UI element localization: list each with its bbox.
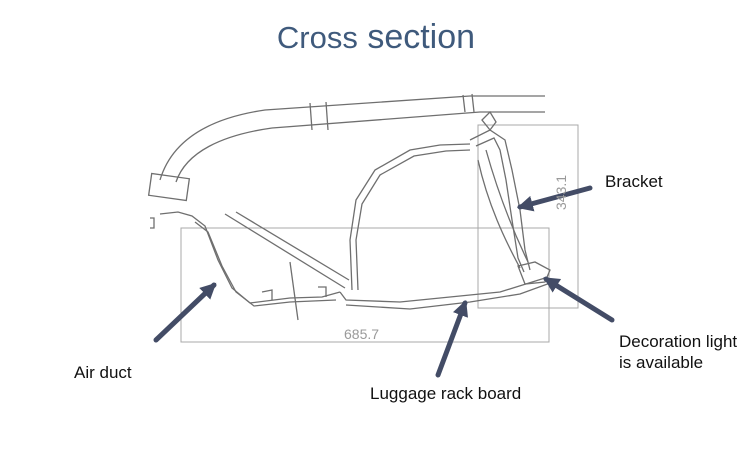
decoration-light-line2: is available <box>619 353 704 372</box>
luggage-rack-board-label: Luggage rack board <box>370 384 522 403</box>
bracket-label: Bracket <box>605 172 663 191</box>
title-word-cross: Cross <box>276 20 358 55</box>
decoration-light-label: Decoration light is available <box>619 331 737 373</box>
title-word-section: section <box>367 18 476 56</box>
bracket-arrow <box>516 185 593 212</box>
diagram-title: Cross section <box>0 18 752 57</box>
decoration-light-arrow <box>543 276 615 323</box>
decoration-light-line1: Decoration light <box>619 332 738 351</box>
width-dimension: 685.7 <box>344 326 380 342</box>
air-duct-label: Air duct <box>74 363 132 382</box>
luggage-rack-body <box>150 110 554 321</box>
luggage-rack-board-arrow <box>435 300 468 378</box>
dimension-frame <box>180 124 579 343</box>
height-dimension: 343.1 <box>553 174 569 210</box>
air-duct-arrow <box>153 282 217 343</box>
ceiling-profile <box>147 93 545 202</box>
